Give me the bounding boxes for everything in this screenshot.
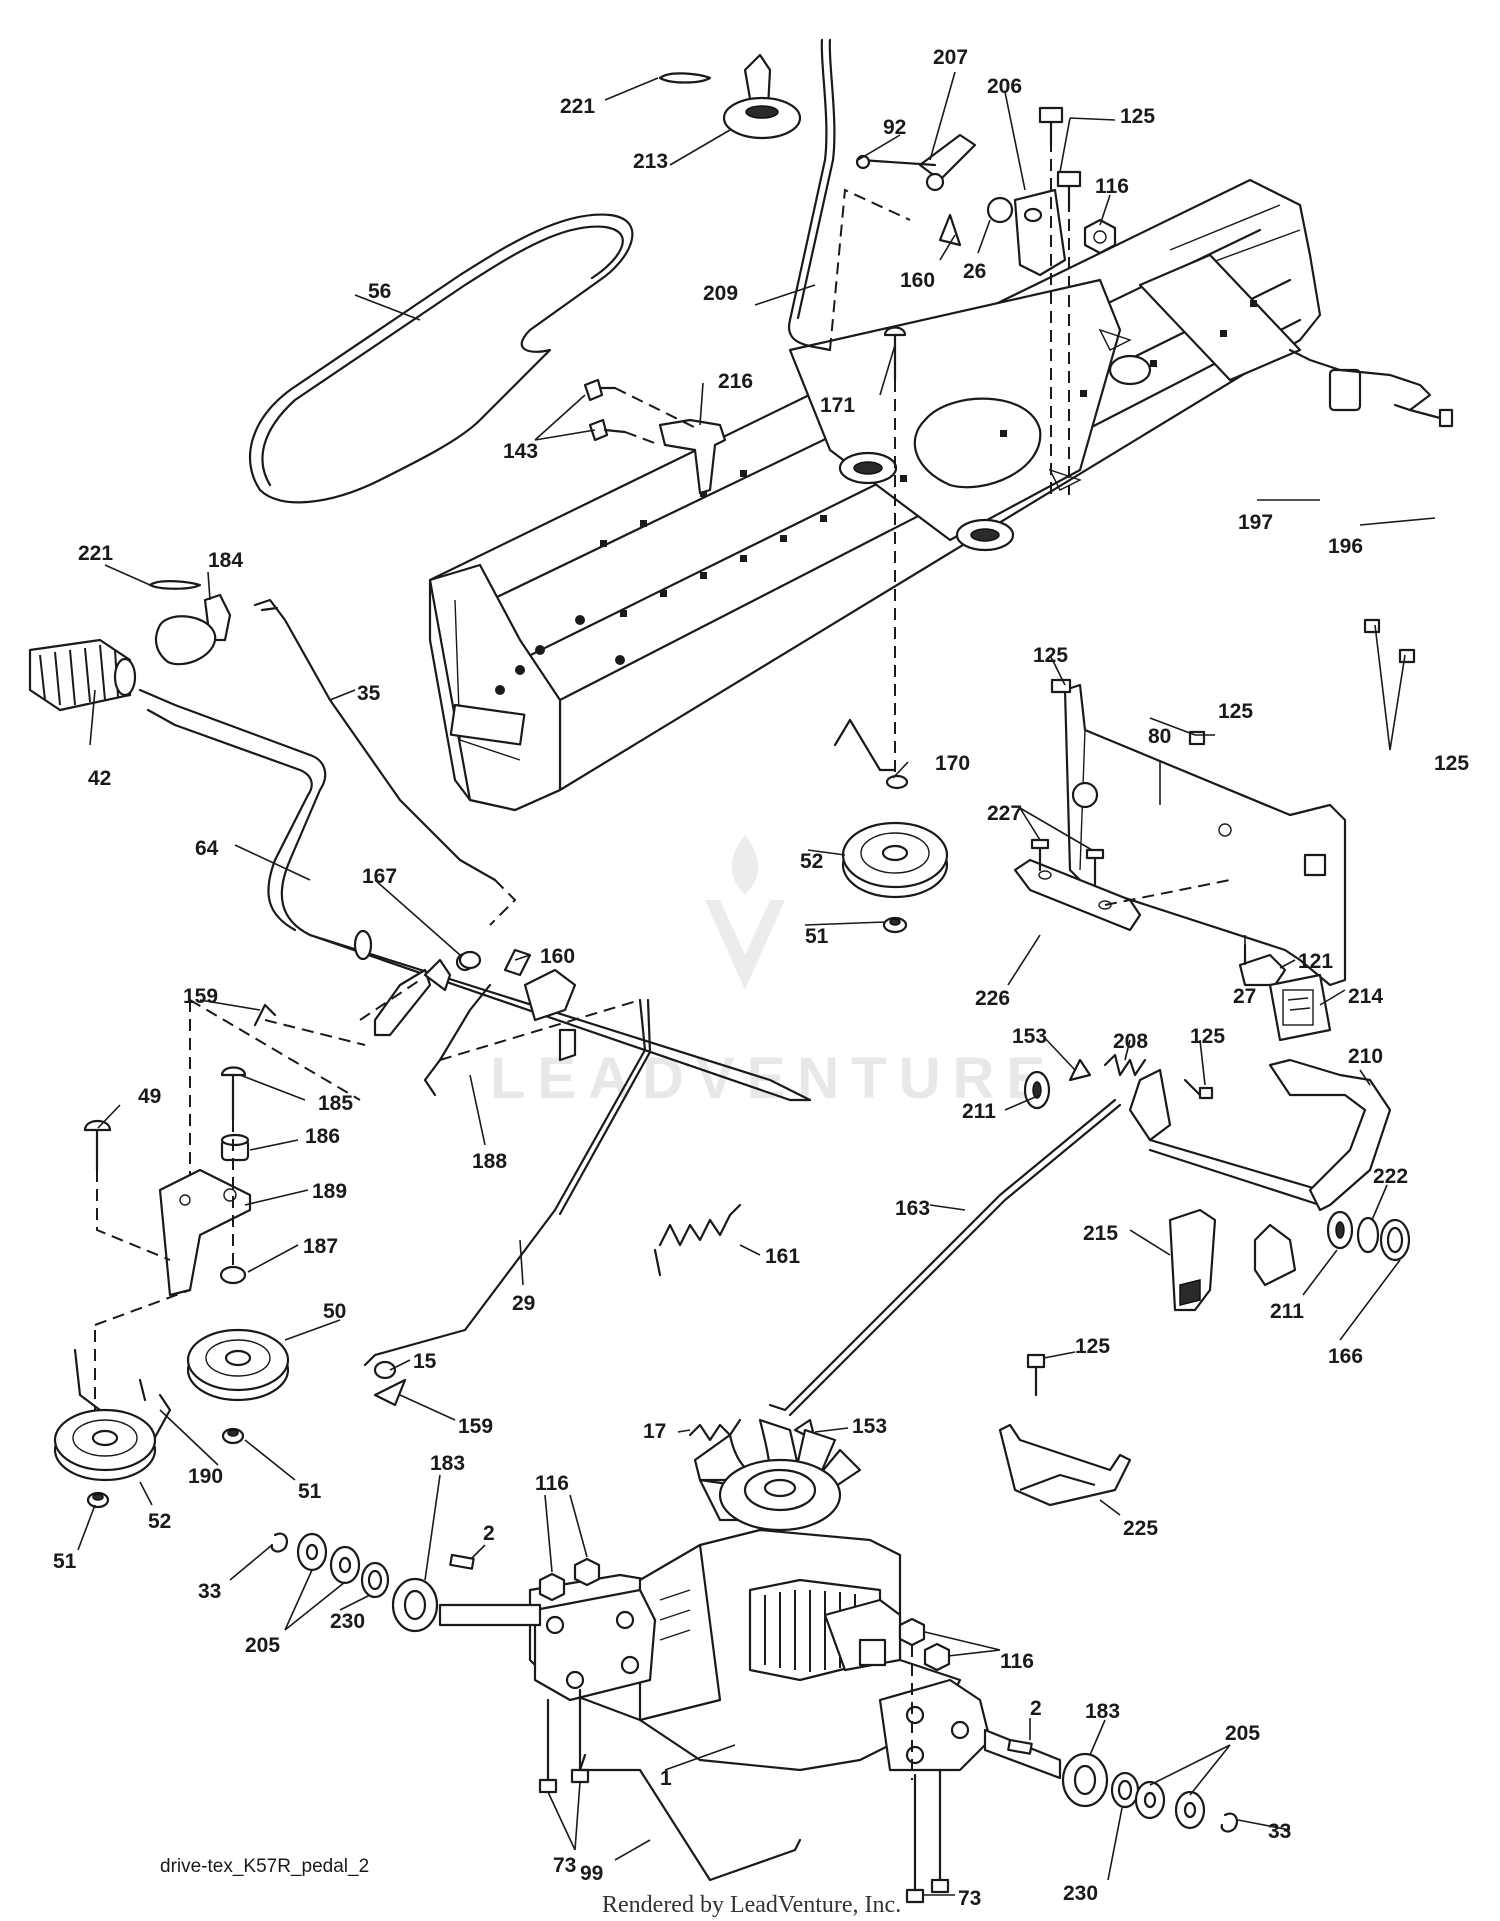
label-207: 207	[933, 46, 968, 69]
label-35: 35	[357, 682, 381, 705]
label-222: 222	[1373, 1165, 1408, 1188]
label-160: 160	[540, 945, 575, 968]
label-143: 143	[503, 440, 538, 463]
label-197: 197	[1238, 511, 1273, 534]
label-52: 52	[800, 850, 823, 873]
frame-chassis	[428, 178, 1362, 812]
label-2: 2	[483, 1522, 495, 1545]
label-15: 15	[413, 1350, 437, 1373]
label-52: 52	[148, 1510, 171, 1533]
label-99: 99	[580, 1862, 603, 1885]
label-190: 190	[188, 1465, 223, 1488]
label-221: 221	[560, 95, 595, 118]
label-225: 225	[1123, 1517, 1158, 1540]
label-56: 56	[368, 280, 391, 303]
upper-lever-assembly	[583, 38, 1454, 780]
label-211: 211	[1270, 1300, 1304, 1323]
label-159: 159	[183, 985, 218, 1008]
label-183: 183	[430, 1452, 465, 1475]
label-42: 42	[88, 767, 111, 790]
label-121: 121	[1298, 950, 1333, 973]
label-221: 221	[78, 542, 113, 565]
label-187: 187	[303, 1235, 338, 1258]
center-parts	[363, 718, 949, 1442]
label-209: 209	[703, 282, 738, 305]
label-226: 226	[975, 987, 1010, 1010]
label-92: 92	[883, 116, 906, 139]
label-27: 27	[1233, 985, 1256, 1008]
label-2: 2	[1030, 1697, 1042, 1720]
drive-belt	[248, 213, 634, 504]
part-number-labels: 221 213 207 206 125 92 116 56 160 26 209…	[53, 46, 1469, 1910]
label-196: 196	[1328, 535, 1363, 558]
label-49: 49	[138, 1085, 161, 1108]
left-idler-assembly	[53, 1066, 290, 1509]
label-216: 216	[718, 370, 753, 393]
label-73: 73	[958, 1887, 981, 1910]
label-210: 210	[1348, 1045, 1383, 1068]
label-214: 214	[1348, 985, 1383, 1008]
label-17: 17	[643, 1420, 666, 1443]
label-125: 125	[1218, 700, 1253, 723]
label-205: 205	[245, 1634, 280, 1657]
label-170: 170	[935, 752, 970, 775]
transaxle	[270, 1418, 1239, 1904]
label-211: 211	[962, 1100, 996, 1123]
label-167: 167	[362, 865, 397, 888]
label-64: 64	[195, 837, 219, 860]
label-205: 205	[1225, 1722, 1260, 1745]
right-pedal-assembly	[768, 618, 1416, 1507]
watermark: LEADVENTURE	[490, 835, 1045, 1111]
label-33: 33	[1268, 1820, 1291, 1843]
label-186: 186	[305, 1125, 340, 1148]
label-215: 215	[1083, 1222, 1118, 1245]
label-116: 116	[1095, 175, 1129, 198]
label-185: 185	[318, 1092, 353, 1115]
label-29: 29	[512, 1292, 535, 1315]
label-116: 116	[1000, 1650, 1034, 1673]
label-206: 206	[987, 75, 1022, 98]
label-125: 125	[1434, 752, 1469, 775]
label-189: 189	[312, 1180, 347, 1203]
label-166: 166	[1328, 1345, 1363, 1368]
footer-credit: Rendered by LeadVenture, Inc.	[602, 1892, 901, 1918]
label-208: 208	[1113, 1030, 1148, 1053]
leader-lines	[77, 71, 1436, 1896]
label-51: 51	[53, 1550, 77, 1573]
label-230: 230	[330, 1610, 365, 1633]
label-125: 125	[1190, 1025, 1225, 1048]
label-1: 1	[660, 1767, 672, 1790]
label-26: 26	[963, 260, 986, 283]
label-213: 213	[633, 150, 668, 173]
label-51: 51	[298, 1480, 322, 1503]
label-161: 161	[765, 1245, 800, 1268]
left-lift-assembly	[28, 580, 812, 1200]
label-50: 50	[323, 1300, 346, 1323]
label-183: 183	[1085, 1700, 1120, 1723]
label-153: 153	[852, 1415, 887, 1438]
label-51: 51	[805, 925, 829, 948]
label-160: 160	[900, 269, 935, 292]
label-163: 163	[895, 1197, 930, 1220]
label-125: 125	[1033, 644, 1068, 667]
label-116: 116	[535, 1472, 569, 1495]
label-230: 230	[1063, 1882, 1098, 1905]
label-80: 80	[1148, 725, 1171, 748]
label-73: 73	[553, 1854, 576, 1877]
diagram-caption: drive-tex_K57R_pedal_2	[160, 1856, 369, 1877]
label-125: 125	[1120, 105, 1155, 128]
label-33: 33	[198, 1580, 221, 1603]
label-188: 188	[472, 1150, 507, 1173]
label-125: 125	[1075, 1335, 1110, 1358]
label-227: 227	[987, 802, 1022, 825]
label-171: 171	[820, 394, 855, 417]
label-153: 153	[1012, 1025, 1047, 1048]
label-184: 184	[208, 549, 243, 572]
label-159: 159	[458, 1415, 493, 1438]
